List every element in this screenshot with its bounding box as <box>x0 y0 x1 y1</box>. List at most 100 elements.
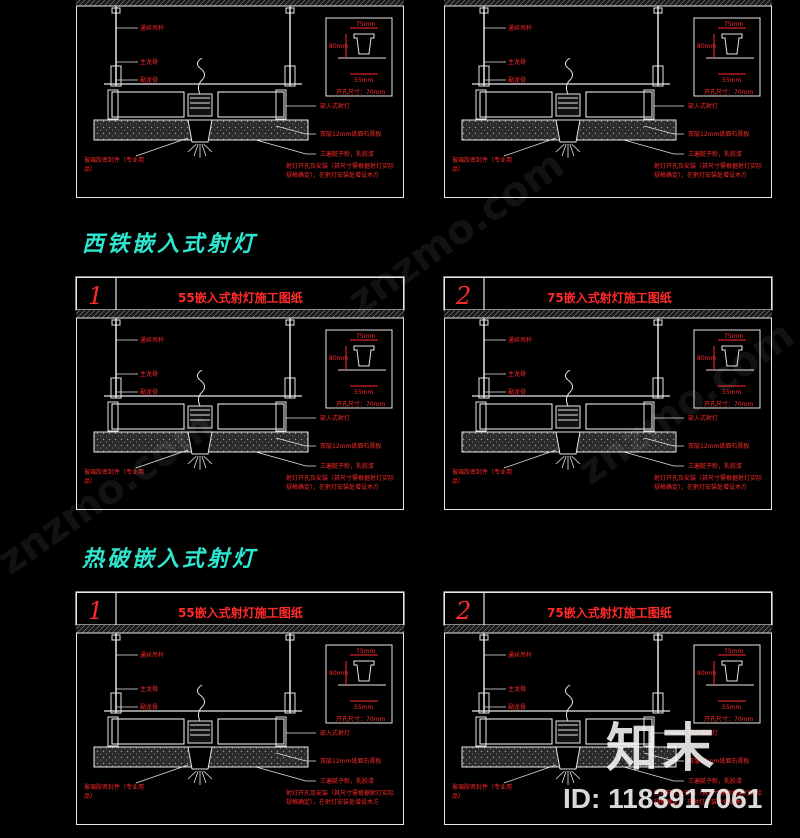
light-ray <box>203 143 213 153</box>
label-note: 规格确定），在射灯安装处增设木方 <box>654 171 747 179</box>
inset-cutout-label: 开孔尺寸：70mm <box>336 400 385 408</box>
keel-end <box>275 89 287 120</box>
inset-dim-side: 80mm <box>329 43 348 50</box>
label-paint: 三遍腻子粉，乳胶漆 <box>320 462 374 470</box>
sub-keel <box>585 403 653 430</box>
label-note: 规格确定），在射灯安装处增设木方 <box>286 798 379 806</box>
light-ray <box>571 455 581 465</box>
ceiling-detail: 75mm80mm55mm开孔尺寸：70mm通丝吊杆主龙骨副龙骨嵌入式射灯双层12… <box>76 310 404 491</box>
label-board: 双层12mm纸面石膏板 <box>688 757 749 765</box>
label-fixture: 嵌入式射灯 <box>320 414 350 422</box>
light-ray <box>569 143 575 157</box>
label-sealant: 品） <box>452 478 464 485</box>
section-title-xitie: 西铁嵌入式射灯 <box>82 232 258 257</box>
label-sealant: 玻璃胶密封件（专业用 <box>452 156 512 164</box>
power-wire <box>196 57 206 95</box>
fixture-cone <box>187 746 213 770</box>
light-ray <box>569 455 575 469</box>
label-sub-keel: 副龙骨 <box>508 388 526 396</box>
light-ray <box>187 770 197 780</box>
label-sub-keel: 副龙骨 <box>140 703 158 711</box>
label-main-keel: 主龙骨 <box>508 370 526 378</box>
label-note: 射灯开孔及安装（其尺寸需根据射灯实际 <box>286 789 394 797</box>
label-sealant: 品） <box>84 478 96 485</box>
power-wire <box>564 57 574 95</box>
sub-keel <box>479 91 553 118</box>
keel-end <box>275 401 287 432</box>
sub-keel <box>111 718 185 745</box>
hanger-bracket <box>479 319 489 326</box>
label-fixture: 嵌入式射灯 <box>688 102 718 110</box>
hanger-bracket <box>479 634 489 641</box>
leader-line <box>275 437 316 447</box>
fixture-cone <box>187 431 213 455</box>
inset-cutout-label: 开孔尺寸：70mm <box>704 715 753 723</box>
leader-line <box>255 139 316 155</box>
leader-line <box>135 449 189 469</box>
inset-box <box>325 17 393 97</box>
light-ray <box>187 143 197 153</box>
fixture-cone <box>555 746 581 770</box>
fixture-body <box>555 93 581 117</box>
inset-dim-top: 75mm <box>356 21 375 28</box>
hanger-clip <box>652 377 664 399</box>
sub-keel <box>111 403 185 430</box>
label-sealant: 玻璃胶密封件（专业用 <box>84 783 144 791</box>
fixture-cone <box>555 119 581 143</box>
label-main-keel: 主龙骨 <box>508 58 526 66</box>
label-main-keel: 主龙骨 <box>140 58 158 66</box>
concrete-slab <box>76 310 404 318</box>
hanger-bracket <box>111 7 121 14</box>
panel-header-box <box>443 591 773 626</box>
leader-line <box>643 437 684 447</box>
ceiling-detail: 75mm80mm55mm开孔尺寸：70mm通丝吊杆主龙骨副龙骨嵌入式射灯双层12… <box>76 625 404 806</box>
label-note: 射灯开孔及安装（其尺寸需根据射灯实际 <box>654 474 762 482</box>
light-ray <box>201 770 207 784</box>
keel-end <box>107 401 119 432</box>
label-note: 射灯开孔及安装（其尺寸需根据射灯实际 <box>286 162 394 170</box>
light-ray <box>187 455 197 465</box>
leader-line <box>275 752 316 762</box>
label-sub-keel: 副龙骨 <box>508 76 526 84</box>
inset-cutout-label: 开孔尺寸：70mm <box>704 400 753 408</box>
hanger-clip <box>284 692 296 714</box>
inset-fixture <box>721 345 743 367</box>
watermark-id: ID: 1183917061 <box>563 783 763 814</box>
panel-title: 75嵌入式射灯施工图纸 <box>547 291 672 305</box>
hanger-clip <box>652 65 664 87</box>
hanger-clip <box>478 65 490 87</box>
fixture-cone <box>187 119 213 143</box>
inset-fixture <box>721 660 743 682</box>
label-main-keel: 主龙骨 <box>140 685 158 693</box>
label-paint: 三遍腻子粉，乳胶漆 <box>688 150 742 158</box>
inset-cutout-label: 开孔尺寸：70mm <box>704 88 753 96</box>
hanger-bracket <box>479 7 489 14</box>
keel-end <box>643 89 655 120</box>
light-ray <box>203 455 213 465</box>
inset-dim-side: 80mm <box>329 670 348 677</box>
label-sealant: 品） <box>84 793 96 800</box>
inset-dim-bottom: 55mm <box>354 77 373 84</box>
sub-keel <box>111 91 185 118</box>
panel-header-box <box>75 591 405 626</box>
panel-title: 55嵌入式射灯施工图纸 <box>178 291 303 305</box>
label-board: 双层12mm纸面石膏板 <box>320 442 381 450</box>
inset-box <box>693 329 761 409</box>
hanger-clip <box>652 692 664 714</box>
section-title-repo: 热破嵌入式射灯 <box>82 547 258 572</box>
label-sub-keel: 副龙骨 <box>508 703 526 711</box>
light-ray <box>571 143 581 153</box>
label-sealant: 玻璃胶密封件（专业用 <box>84 156 144 164</box>
label-sealant: 品） <box>452 793 464 800</box>
inset-dim-side: 80mm <box>697 43 716 50</box>
label-board: 双层12mm纸面石膏板 <box>688 130 749 138</box>
light-ray <box>193 455 199 469</box>
light-ray <box>201 143 207 157</box>
hanger-clip <box>478 377 490 399</box>
concrete-slab <box>444 0 772 6</box>
light-ray <box>571 770 581 780</box>
light-ray <box>193 770 199 784</box>
concrete-slab <box>76 0 404 6</box>
sub-keel <box>217 403 285 430</box>
